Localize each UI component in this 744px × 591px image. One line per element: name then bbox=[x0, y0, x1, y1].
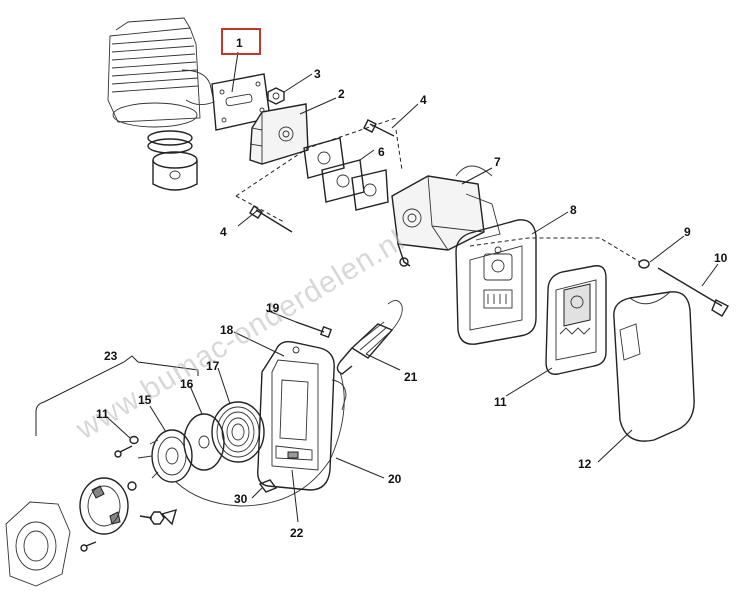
part-label-17: 17 bbox=[206, 359, 220, 373]
part-label-18: 18 bbox=[220, 323, 234, 337]
part-label-30: 30 bbox=[234, 492, 248, 506]
washer-disc-part-16 bbox=[183, 413, 225, 471]
small-fasteners bbox=[80, 481, 178, 552]
part-label-1: 1 bbox=[236, 36, 243, 50]
filter-cover-part-12 bbox=[613, 291, 695, 442]
bolt-path-dashed bbox=[235, 117, 403, 223]
recoil-spring-part-17 bbox=[211, 401, 265, 463]
filter-base-part-8 bbox=[455, 219, 537, 345]
part-label-22: 22 bbox=[290, 526, 304, 540]
part-label-15: 15 bbox=[138, 393, 152, 407]
long-bolt-part-10 bbox=[657, 267, 729, 317]
piston bbox=[152, 151, 198, 191]
part-label-3: 3 bbox=[314, 67, 321, 81]
starter-handle-part-21 bbox=[336, 300, 403, 375]
part-label-10: 10 bbox=[714, 251, 728, 265]
flywheel-cup bbox=[79, 477, 129, 535]
part-label-20: 20 bbox=[388, 472, 402, 486]
gaskets-part-6 bbox=[303, 137, 389, 211]
part-label-6: 6 bbox=[378, 145, 385, 159]
part-label-11-left: 11 bbox=[96, 407, 109, 421]
leader-lines bbox=[107, 51, 719, 523]
group-bracket-23 bbox=[35, 355, 199, 436]
cylinder bbox=[107, 17, 215, 128]
part-label-12: 12 bbox=[578, 457, 592, 471]
part-label-9: 9 bbox=[684, 225, 691, 239]
part-label-21: 21 bbox=[404, 370, 418, 384]
starter-rope bbox=[175, 371, 345, 507]
part-label-2: 2 bbox=[338, 87, 345, 101]
bolt-part-4-upper bbox=[363, 119, 395, 137]
part-label-4-upper: 4 bbox=[420, 93, 427, 107]
piston-rings bbox=[147, 130, 193, 154]
part-label-4-lower: 4 bbox=[220, 225, 227, 239]
part-label-8: 8 bbox=[570, 203, 577, 217]
part-label-11-right: 11 bbox=[494, 395, 507, 409]
bolt-part-4-lower bbox=[249, 204, 293, 233]
nut-part-3 bbox=[267, 87, 285, 105]
spacer-part-2 bbox=[249, 103, 309, 165]
washer-part-9 bbox=[638, 259, 650, 269]
filter-element-part-11 bbox=[545, 265, 607, 375]
screw-part-19 bbox=[295, 321, 333, 339]
part-label-19: 19 bbox=[266, 301, 280, 315]
carburetor-part-7 bbox=[391, 165, 501, 267]
highlight-box-part-1 bbox=[221, 28, 261, 55]
part-label-23: 23 bbox=[104, 349, 118, 363]
filter-bolt-path-dashed bbox=[469, 237, 641, 263]
clip-part-30 bbox=[258, 479, 278, 493]
fan-housing bbox=[5, 501, 71, 587]
starter-housing-part-18 bbox=[257, 340, 347, 491]
part-label-7: 7 bbox=[494, 155, 501, 169]
watermark: www.bumac-onderdelen.nl bbox=[70, 224, 411, 447]
pulley-part-15 bbox=[137, 429, 193, 483]
screw-washer-part-11-left bbox=[114, 435, 139, 458]
part-label-16: 16 bbox=[180, 377, 194, 391]
